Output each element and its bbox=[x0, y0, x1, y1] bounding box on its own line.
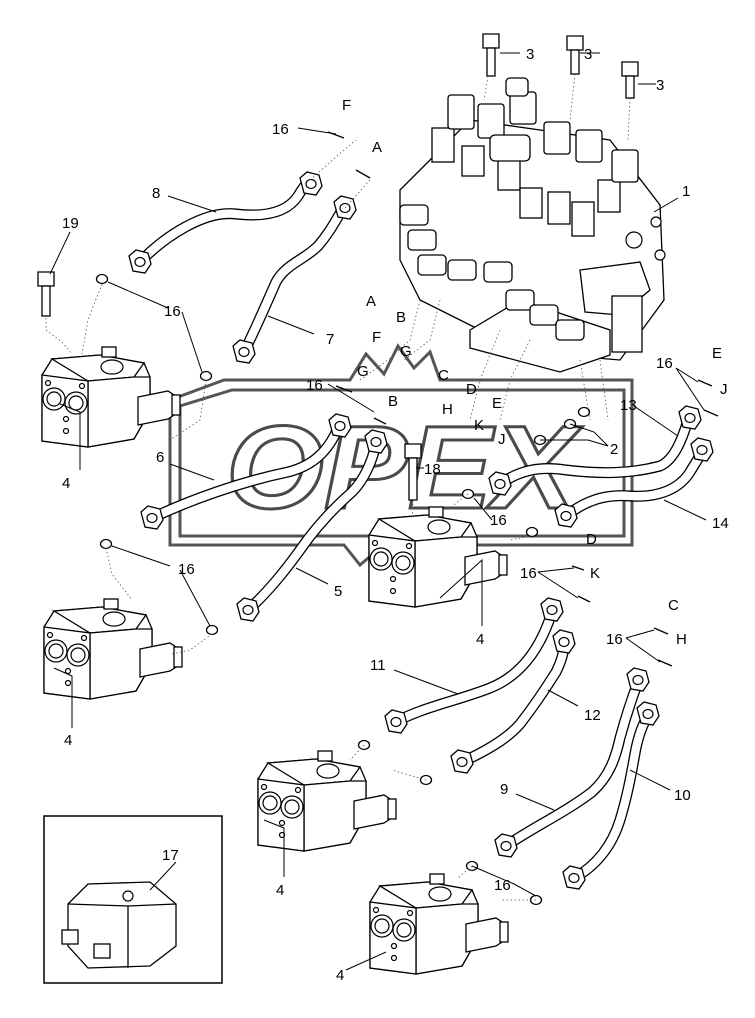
port-letter-G: G bbox=[400, 343, 412, 360]
callout-8: 8 bbox=[152, 185, 160, 202]
callout-4-d: 4 bbox=[276, 882, 284, 899]
port-letter-A: A bbox=[372, 139, 382, 156]
port-letter-C: C bbox=[668, 597, 679, 614]
pipe-5 bbox=[236, 429, 388, 622]
callout-labels: 1 2 3 3 4 4 4 4 4 3 5 6 7 8 9 10 11 12 1… bbox=[62, 46, 729, 984]
callout-16-h: 16 bbox=[656, 355, 673, 372]
pipe-7 bbox=[232, 195, 357, 364]
port-letter-labels: F A A B F G G C D B H E K J E J D K C H bbox=[342, 97, 728, 648]
port-letter-G: G bbox=[357, 363, 369, 380]
bolt-3b bbox=[566, 35, 584, 75]
callout-1: 1 bbox=[682, 183, 690, 200]
section-block-4-e bbox=[369, 873, 509, 975]
pipe-11 bbox=[384, 597, 564, 734]
bolt-18 bbox=[404, 443, 422, 501]
port-letter-E: E bbox=[712, 345, 722, 362]
pipe-9 bbox=[494, 667, 650, 858]
callout-2: 2 bbox=[610, 441, 618, 458]
port-letter-A: A bbox=[366, 293, 376, 310]
callout-4-e: 4 bbox=[336, 967, 344, 984]
callout-16-e: 16 bbox=[490, 512, 507, 529]
callout-6: 6 bbox=[156, 449, 164, 466]
callout-16-a: 16 bbox=[272, 121, 289, 138]
port-letter-H: H bbox=[442, 401, 453, 418]
pipe-12 bbox=[450, 629, 576, 774]
port-letter-D: D bbox=[586, 531, 597, 548]
pipe-8 bbox=[128, 171, 323, 274]
callout-3-a: 3 bbox=[526, 46, 534, 63]
port-letter-B: B bbox=[388, 393, 398, 410]
port-letter-F: F bbox=[342, 97, 351, 114]
leader-lines bbox=[49, 52, 707, 971]
callout-5: 5 bbox=[334, 583, 342, 600]
bolt-19 bbox=[37, 271, 55, 317]
callout-3-c: 3 bbox=[584, 46, 592, 63]
port-letter-B: B bbox=[396, 309, 406, 326]
port-letter-H: H bbox=[676, 631, 687, 648]
callout-9: 9 bbox=[500, 781, 508, 798]
callout-16-f: 16 bbox=[520, 565, 537, 582]
callout-7: 7 bbox=[326, 331, 334, 348]
callout-4-b: 4 bbox=[64, 732, 72, 749]
section-block-4-b bbox=[43, 598, 183, 700]
pipe-10 bbox=[562, 701, 660, 890]
pipe-14 bbox=[554, 437, 714, 528]
inset-box-17 bbox=[43, 815, 223, 984]
callout-17: 17 bbox=[162, 847, 179, 864]
callout-4-a: 4 bbox=[62, 475, 70, 492]
port-letter-F: F bbox=[372, 329, 381, 346]
section-block-4-d bbox=[257, 750, 397, 852]
section-block-4-a bbox=[41, 346, 181, 448]
assembly-lines bbox=[45, 73, 631, 901]
callout-10: 10 bbox=[674, 787, 691, 804]
seal-tags bbox=[327, 131, 719, 667]
callout-11: 11 bbox=[370, 657, 386, 674]
callout-12: 12 bbox=[584, 707, 601, 724]
callout-4-c: 4 bbox=[476, 631, 484, 648]
pipe-6 bbox=[140, 413, 352, 530]
callout-18: 18 bbox=[424, 461, 441, 478]
port-letter-J: J bbox=[720, 381, 728, 398]
callout-19: 19 bbox=[62, 215, 79, 232]
bolt-3c bbox=[621, 61, 639, 99]
callout-13: 13 bbox=[620, 397, 637, 414]
callout-16-i: 16 bbox=[494, 877, 511, 894]
callout-16-g: 16 bbox=[606, 631, 623, 648]
port-letter-C: C bbox=[438, 367, 449, 384]
pipe-13 bbox=[488, 405, 702, 496]
port-letter-K: K bbox=[474, 417, 484, 434]
callout-3-b: 3 bbox=[656, 77, 664, 94]
callout-16-d: 16 bbox=[178, 561, 195, 578]
callout-14: 14 bbox=[712, 515, 729, 532]
port-letter-D: D bbox=[466, 381, 477, 398]
callout-16-b: 16 bbox=[164, 303, 181, 320]
control-valve-assembly bbox=[399, 77, 666, 373]
port-letter-K: K bbox=[590, 565, 600, 582]
callout-16-c: 16 bbox=[306, 377, 323, 394]
port-letter-E: E bbox=[492, 395, 502, 412]
port-letter-J: J bbox=[498, 431, 506, 448]
bolt-3a bbox=[482, 33, 500, 77]
